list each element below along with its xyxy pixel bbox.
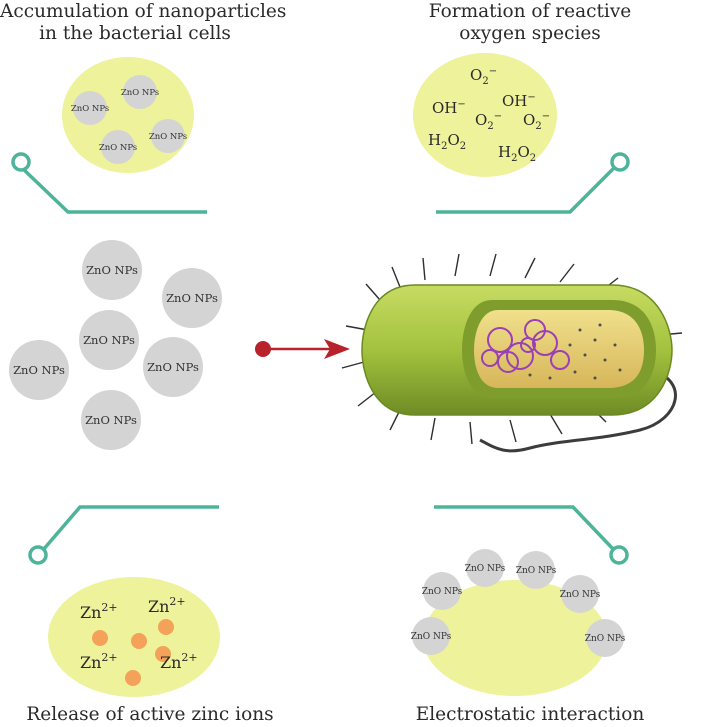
zinc-label-3: Zn2+ [80,651,118,672]
ros-h2o2-right: H2O2 [498,143,536,164]
np-acc-2-label: ZnO NPs [121,88,159,98]
zinc-dot [131,633,147,649]
flagellum [479,368,677,453]
np-es-1-label: ZnO NPs [422,587,463,597]
zinc-dot [155,646,171,662]
zinc-ion-labels: Zn2+ Zn2+ Zn2+ Zn2+ [80,595,198,672]
np-es-2: ZnO NPs [465,549,506,587]
zinc-label-4: Zn2+ [160,651,198,672]
np-acc-4-label: ZnO NPs [149,132,187,142]
connector-bottom-left [28,505,219,565]
title-zinc-release: Release of active zinc ions [26,704,274,725]
title-accumulation-line2: in the bacterial cells [39,23,231,44]
connectors [11,152,630,565]
np-es-6-label: ZnO NPs [585,634,626,644]
np-acc-1: ZnO NPs [71,91,109,125]
title-ros-line2: oxygen species [459,23,601,44]
ros-h2o2-left: H2O2 [428,131,466,152]
ribosomes [528,323,622,380]
np-es-1: ZnO NPs [422,572,463,610]
np-free-6-label: ZnO NPs [85,413,137,427]
np-free-2: ZnO NPs [162,268,222,328]
connector-bottom-right [434,505,629,565]
zinc-label-1: Zn2+ [80,601,118,622]
np-es-3-label: ZnO NPs [516,566,557,576]
np-free-3-label: ZnO NPs [83,333,135,347]
title-electrostatic: Electrostatic interaction [415,704,645,725]
title-accumulation-line1: Accumulation of nanoparticles [0,1,287,22]
np-es-6: ZnO NPs [585,619,626,657]
connector-top-right [436,152,630,214]
arrow [255,339,350,359]
bacterial-cell-ros [413,53,557,177]
np-free-3: ZnO NPs [79,310,139,370]
np-es-3: ZnO NPs [516,551,557,589]
zinc-dot [92,630,108,646]
ros-o2-top: O2− [470,66,497,87]
title-ros-line1: Formation of reactive [428,1,632,22]
np-es-4: ZnO NPs [560,575,601,613]
np-free-6: ZnO NPs [81,390,141,450]
ros-oh-right: OH− [502,92,536,110]
np-acc-1-label: ZnO NPs [71,104,109,114]
zinc-label-2: Zn2+ [148,595,186,616]
arrow-tail-dot [255,341,271,357]
cytoplasm [474,310,644,388]
np-acc-3-label: ZnO NPs [99,143,137,153]
np-es-4-label: ZnO NPs [560,590,601,600]
zinc-ion-dots [92,619,174,686]
np-free-4: ZnO NPs [9,340,69,400]
np-acc-2: ZnO NPs [121,75,159,109]
arrow-head [324,339,350,359]
connector-top-left [11,152,207,214]
np-acc-3: ZnO NPs [99,130,137,164]
np-acc-4: ZnO NPs [149,119,187,153]
np-free-1-label: ZnO NPs [86,263,138,277]
ros-o2-right: O2− [523,111,550,132]
np-free-5: ZnO NPs [143,337,203,397]
np-free-2-label: ZnO NPs [166,291,218,305]
ros-oh-left: OH− [432,99,466,117]
np-es-5-label: ZnO NPs [411,632,452,642]
zinc-dot [125,670,141,686]
ros-species: O2− OH− OH− O2− O2− H2O2 H2O2 [428,66,550,164]
ros-o2-mid: O2− [475,111,502,132]
nucleoid [481,319,570,373]
np-es-5: ZnO NPs [411,617,452,655]
bacterium-illustration [341,253,683,453]
np-free-5-label: ZnO NPs [147,360,199,374]
bacterial-cell-electrostatic [423,580,607,696]
np-free-1: ZnO NPs [82,240,142,300]
np-free-4-label: ZnO NPs [13,363,65,377]
zinc-dot [158,619,174,635]
np-es-2-label: ZnO NPs [465,564,506,574]
